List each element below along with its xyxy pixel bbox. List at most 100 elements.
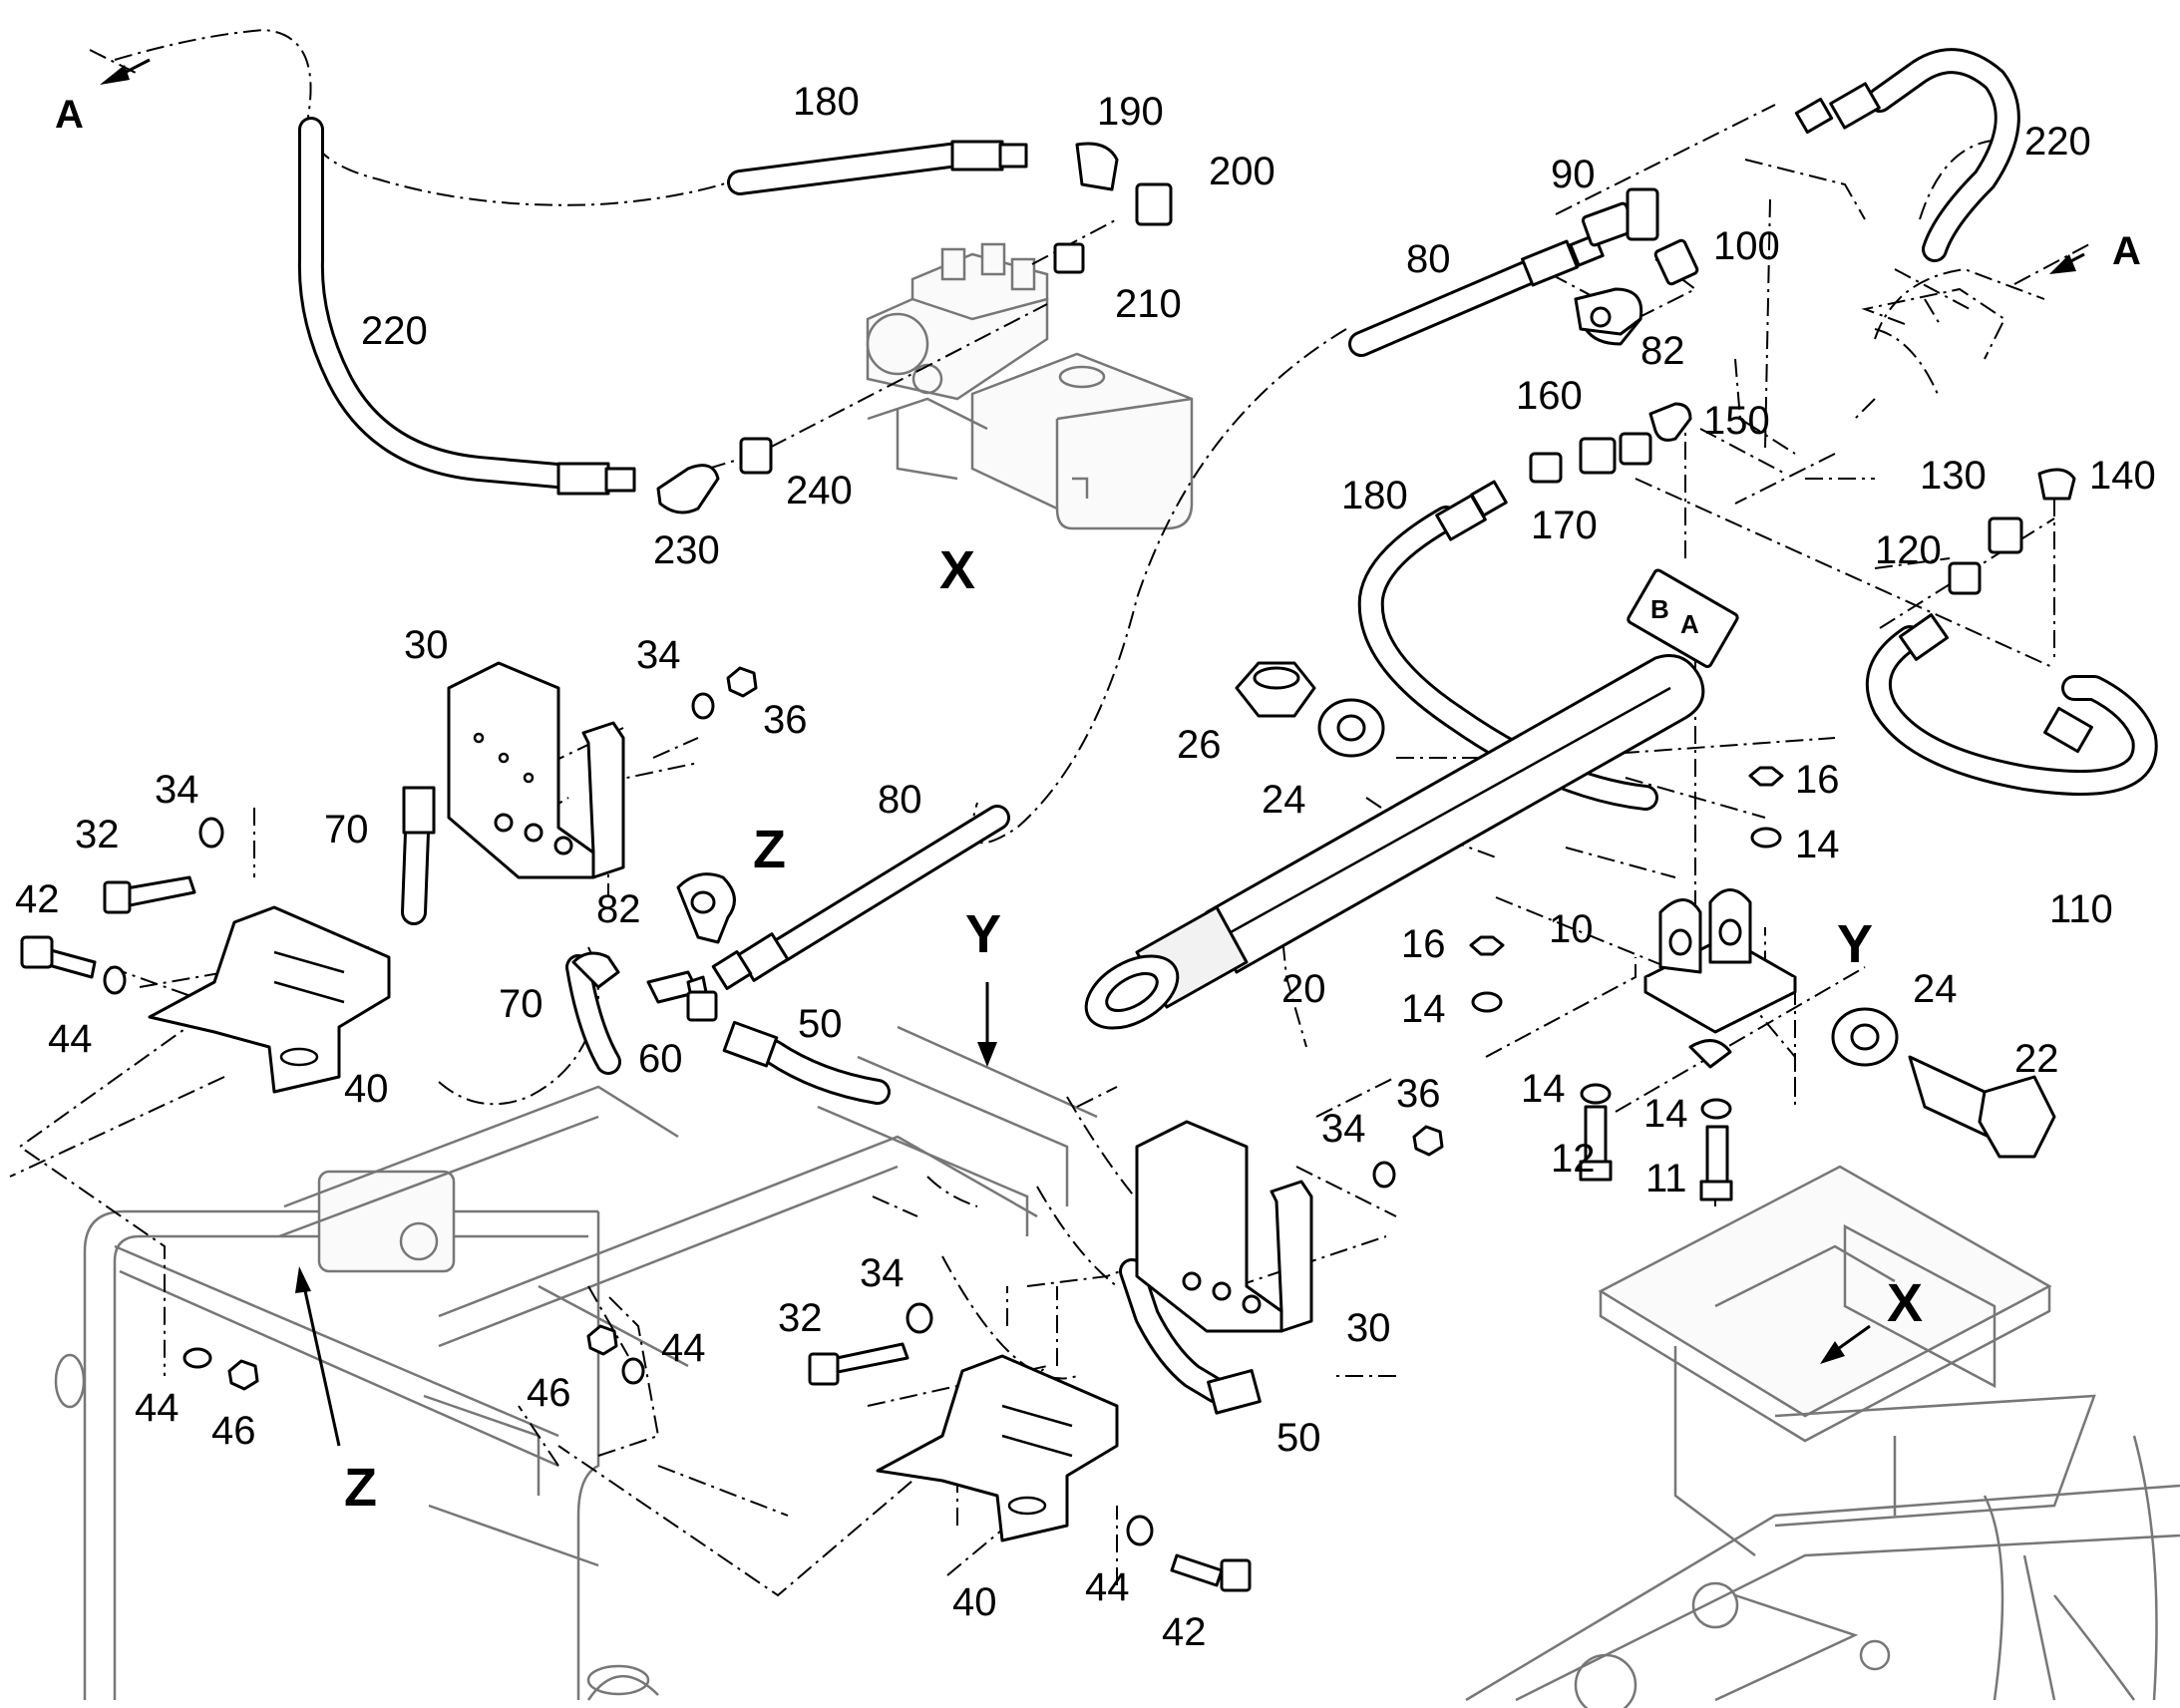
callout-36-top: 36	[763, 698, 808, 742]
callout-36-lower: 36	[1396, 1072, 1441, 1116]
view-label-x-bottom: X	[1887, 1273, 1923, 1333]
callout-82-lower: 82	[596, 887, 641, 931]
callout-82-top: 82	[1640, 329, 1685, 373]
clamp-82-lower	[676, 872, 736, 944]
callout-50-top: 50	[798, 1002, 843, 1046]
callout-40-lower: 40	[952, 1580, 997, 1624]
callout-24-right: 24	[1913, 967, 1958, 1011]
callout-200: 200	[1209, 150, 1275, 193]
callout-240: 240	[786, 469, 853, 512]
fittings-top-left	[656, 142, 1173, 514]
callout-10: 10	[1549, 907, 1594, 951]
view-label-z-top: Z	[753, 820, 786, 879]
callout-190: 190	[1097, 90, 1164, 134]
hydraulic-power-unit	[866, 242, 1194, 530]
callout-170: 170	[1531, 504, 1598, 547]
callout-180: 180	[793, 80, 860, 124]
bracket-40-left	[148, 905, 391, 1094]
callout-70-lower: 70	[499, 982, 544, 1026]
callout-32-lower: 32	[778, 1296, 823, 1340]
callout-110: 110	[2049, 887, 2113, 931]
plate-30-upper	[447, 661, 625, 879]
callout-60: 60	[638, 1037, 683, 1081]
callout-20: 20	[1281, 967, 1326, 1011]
hose-220-left	[297, 117, 636, 496]
callout-12: 12	[1551, 1137, 1596, 1181]
view-label-x-top: X	[939, 540, 975, 600]
fittings-top-right	[1529, 187, 2076, 595]
plate-30-lower	[1135, 1120, 1313, 1333]
nut-26	[1235, 661, 1316, 718]
hose-70	[401, 786, 621, 1075]
hose-50	[722, 1020, 1262, 1415]
callout-30-lower: 30	[1346, 1306, 1391, 1350]
port-b-label: B	[1650, 594, 1669, 624]
view-letters: X X Y Y Z Z A A	[55, 93, 2141, 1518]
small-hardware-right	[1469, 766, 1784, 1201]
hydraulic-cylinder	[1084, 568, 1739, 1030]
callout-220-left: 220	[361, 309, 428, 353]
callout-120: 120	[1875, 528, 1942, 572]
mounting-bracket-10	[1643, 888, 1797, 1034]
hardware-lower	[182, 1125, 1444, 1592]
callout-100: 100	[1713, 224, 1780, 268]
view-label-a-left: A	[55, 93, 84, 137]
callout-34-lower: 34	[860, 1251, 905, 1295]
washer-24-top	[1317, 698, 1385, 758]
callout-30-top: 30	[404, 623, 449, 667]
view-label-z-bottom: Z	[344, 1458, 377, 1518]
machine-frame-right	[1465, 1165, 2180, 1708]
callout-14-lower-right: 14	[1643, 1092, 1688, 1136]
hose-110	[1865, 613, 2158, 796]
callout-42-lower: 42	[1162, 1610, 1207, 1654]
callout-44-center: 44	[661, 1326, 706, 1370]
callout-labels: 180 190 200 210 220 230 240 90 80 100 82…	[15, 80, 2156, 1654]
callout-180-right: 180	[1341, 474, 1408, 517]
callout-150: 150	[1703, 399, 1770, 443]
view-label-a-right: A	[2112, 229, 2141, 273]
callout-160: 160	[1516, 374, 1583, 418]
tee-60	[571, 951, 718, 1022]
hardware-left	[20, 666, 758, 995]
hose-80-top	[1348, 233, 1605, 357]
callout-11: 11	[1645, 1157, 1687, 1200]
callout-44-left: 44	[48, 1017, 93, 1061]
callout-80-lower: 80	[878, 778, 922, 822]
callout-44-lower: 44	[1085, 1565, 1130, 1609]
callout-34-lower-right: 34	[1321, 1107, 1366, 1151]
callout-24-top: 24	[1262, 778, 1306, 822]
hose-180-top	[727, 140, 1028, 195]
callout-90: 90	[1551, 153, 1596, 196]
callout-34-left: 34	[155, 768, 199, 812]
hose-220-right	[1794, 48, 2020, 262]
callout-130: 130	[1920, 454, 1987, 498]
callout-32-left: 32	[75, 813, 120, 856]
callout-230: 230	[653, 528, 720, 572]
callout-14-lower-left: 14	[1521, 1067, 1566, 1111]
bolt-22	[1908, 1055, 2056, 1159]
callout-50-lower: 50	[1276, 1416, 1321, 1460]
callout-34-top: 34	[636, 633, 681, 677]
callout-16-top: 16	[1795, 758, 1840, 802]
callout-42-left: 42	[15, 877, 60, 921]
callout-26: 26	[1177, 723, 1222, 767]
callout-14-top: 14	[1795, 823, 1840, 866]
hose-80-lower	[711, 805, 1010, 990]
callout-46-center: 46	[527, 1371, 571, 1415]
view-label-y-right: Y	[1837, 914, 1873, 974]
callout-14-mid: 14	[1401, 987, 1446, 1031]
view-label-y-top: Y	[965, 904, 1001, 964]
callout-210: 210	[1115, 282, 1182, 326]
callout-16-mid: 16	[1401, 922, 1446, 966]
clamp-82-top	[1574, 287, 1643, 336]
callout-46-bottom-left: 46	[211, 1409, 256, 1453]
callout-220-right: 220	[2024, 120, 2091, 164]
port-a-label: A	[1680, 609, 1699, 639]
callout-44-bottom-left: 44	[135, 1386, 180, 1430]
callout-40-left: 40	[344, 1067, 389, 1111]
callout-22: 22	[2014, 1037, 2059, 1081]
washer-24-right	[1831, 1007, 1899, 1067]
callout-70-top: 70	[324, 808, 369, 852]
view-arrows	[100, 58, 2085, 1447]
